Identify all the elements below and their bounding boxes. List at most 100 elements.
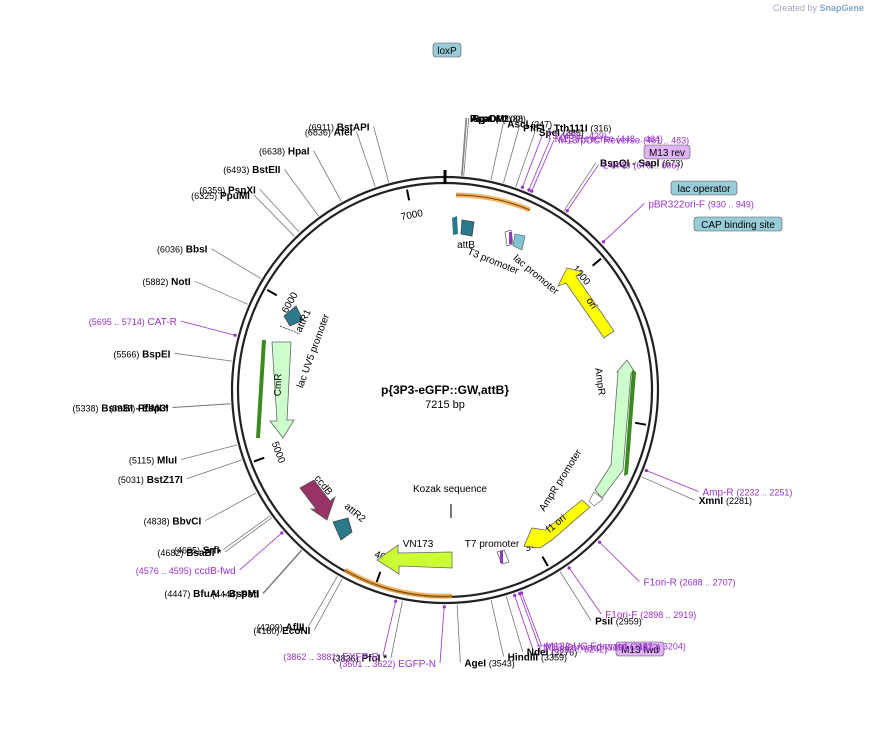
label-lac-operator[interactable]: lac operator (670, 180, 738, 196)
enzyme-label-2-left[interactable]: (6638) HpaI (259, 147, 310, 158)
primer-label-9-right[interactable]: M13 Forward (3196 .. 3213) (543, 642, 661, 653)
primer-mark-0-left (233, 333, 237, 337)
enzyme-label-3-left[interactable]: (6493) BstEII (223, 165, 280, 176)
enzyme-label-12-left[interactable]: (5031) BstZ17I (118, 475, 183, 486)
enzyme-label-10-left[interactable]: (5337) PflMI * (109, 404, 168, 415)
enzyme-label-7-left[interactable]: (5882) NotI (142, 277, 190, 288)
primer-leader-1-right (527, 138, 551, 192)
primer-mark-2-right (530, 189, 534, 193)
enzyme-label-0-right[interactable]: PspOMI (88) (470, 114, 526, 125)
primer-label-5-right[interactable]: Amp-R (2232 .. 2251) (702, 487, 792, 498)
primer-label-8-right[interactable]: M13/pUC Forward (3182 .. 3204) (545, 641, 686, 652)
enzyme-label-7-right[interactable]: XmnI (2281) (699, 496, 752, 507)
label-m13-fwd[interactable]: M13 fwd (615, 641, 665, 657)
kozak-label: Kozak sequence (413, 484, 487, 495)
primer-label-2-right[interactable]: M13/pUC Reverse (461 .. 483) (558, 136, 689, 147)
enzyme-label-6-right[interactable]: BspQI - SapI (673) (600, 159, 683, 170)
label-loxp[interactable]: loxP (432, 42, 462, 58)
primer-label-2-left[interactable]: (3862 .. 3881) EXFP-R (283, 652, 379, 663)
credit-brand: SnapGene (819, 3, 864, 13)
enzyme-leader-0-right (461, 117, 467, 176)
primer-label-0-left[interactable]: (5695 .. 5714) CAT-R (89, 317, 177, 328)
primer-label-6-right[interactable]: F1ori-R (2688 .. 2707) (643, 578, 735, 589)
svg-text:lac operator: lac operator (678, 184, 731, 195)
enzyme-leader-5-right (515, 132, 536, 188)
enzyme-label-18-left[interactable]: (4209) AflII (257, 622, 305, 633)
primer-label-1-left[interactable]: (4576 .. 4595) ccdB-fwd (136, 566, 236, 577)
enzyme-label-5-left[interactable]: (6325) PpuMI (191, 191, 250, 202)
enzyme-leader-10-right (490, 599, 505, 657)
vn173-label: VN173 (403, 539, 434, 550)
primer-mark-10-right (513, 593, 517, 598)
enzyme-label-0-left[interactable]: (6911) BstAPI (309, 123, 370, 134)
feature-ampr[interactable]: AmpR (592, 359, 637, 499)
enzyme-label-8-right[interactable]: PsiI (2959) (595, 617, 642, 628)
primer-leader-3-left (439, 604, 445, 664)
feature-t3-lac[interactable]: T3 promoter lac promoter (466, 229, 561, 298)
primer-label-7-right[interactable]: F1ori-F (2898 .. 2919) (605, 610, 696, 621)
label-m13-rev[interactable]: M13 rev (643, 144, 691, 160)
enzyme-leader-6-left (211, 248, 262, 280)
primer-leader-6-right (597, 540, 640, 582)
primer-label-10-right[interactable]: T7 (3223 .. 3242) (537, 645, 608, 656)
enzyme-label-5-right[interactable]: SpeI (385) (539, 128, 584, 139)
enzyme-leader-8-left (174, 352, 233, 362)
enzyme-label-6-left[interactable]: (6036) BbsI (157, 245, 208, 256)
enzyme-label-9-left[interactable]: (5338) BsmBI - Esp3I (73, 403, 169, 414)
enzyme-leader-19-left (314, 578, 343, 630)
enzyme-label-4-left[interactable]: (6359) PspXI (199, 185, 256, 196)
enzyme-label-1-left[interactable]: (6836) AfeI (305, 128, 353, 139)
enzyme-leader-5-left (253, 194, 295, 237)
enzyme-label-11-right[interactable]: AgeI (3543) (464, 659, 514, 670)
feature-t7-promoter[interactable]: T7 promoter (465, 539, 520, 565)
enzyme-label-17-left[interactable]: (4444) PstI (212, 590, 259, 601)
enzyme-leader-3-left (284, 168, 319, 217)
enzyme-label-19-left[interactable]: (4180) EcoNI (253, 626, 310, 637)
feature-attb[interactable]: attB (452, 216, 475, 251)
enzyme-leader-3-right (490, 123, 504, 181)
enzyme-label-14-left[interactable]: (4695) SrfI (174, 545, 220, 556)
enzyme-leader-9-right (505, 595, 524, 652)
feature-cmr[interactable]: CmR (256, 340, 295, 439)
primer-label-3-left[interactable]: (3601 .. 3622) EGFP-N (339, 659, 436, 670)
primer-leader-2-right (530, 139, 555, 194)
enzyme-label-3-right[interactable]: AscI (247) (507, 119, 552, 130)
tick-5000 (253, 456, 265, 463)
enzyme-leader-8-right (559, 571, 592, 621)
label-cap-binding[interactable]: CAP binding site (693, 216, 783, 232)
enzyme-leader-7-right (641, 476, 695, 501)
primer-label-0-right[interactable]: T3 (409 .. 429) (546, 131, 606, 142)
feature-ampr-promoter[interactable]: AmpR promoter (538, 447, 604, 514)
primer-leader-4-right (601, 203, 645, 244)
feature-ccdb[interactable]: ccdB (299, 473, 336, 521)
enzyme-label-16-left[interactable]: (4447) BfuAI - BspMI (164, 589, 259, 600)
enzyme-label-9-right[interactable]: NdeI (3276) (527, 648, 577, 659)
enzyme-label-4-right[interactable]: PflFI - Tth111I (316) (523, 123, 611, 134)
feature-f1-ori[interactable]: f1 ori (523, 499, 591, 549)
primer-label-4-right[interactable]: pBR322ori-F (930 .. 949) (648, 199, 754, 210)
feature-vn173[interactable]: VN173 (376, 539, 453, 575)
feature-attr2[interactable]: attR2 (332, 501, 368, 541)
tick-4000 (375, 571, 382, 583)
enzyme-label-10-right[interactable]: HindIII (3359) (508, 653, 567, 664)
feature-ori[interactable]: ori (557, 267, 615, 339)
enzyme-label-2-right[interactable]: SgrDI (100) (473, 114, 523, 125)
primer-label-1-right[interactable]: M13 Reverse (448 .. 464) (555, 134, 663, 145)
enzyme-label-11-left[interactable]: (5115) MluI (129, 456, 177, 467)
plasmid-name: p{3P3-eGFP::GW,attB} (381, 383, 509, 397)
enzyme-leader-14-left (223, 515, 271, 550)
primer-label-3-right[interactable]: L4440 (679 .. 696) (603, 160, 680, 171)
plasmid-size: 7215 bp (425, 399, 465, 411)
feature-kozak[interactable]: Kozak sequence (413, 484, 487, 518)
enzyme-label-13-left[interactable]: (4838) BbvCI (144, 517, 202, 528)
enzyme-label-8-left[interactable]: (5566) BspEI (113, 349, 170, 360)
enzyme-leader-1-right (461, 117, 468, 176)
enzyme-label-15-left[interactable]: (4682) BsaBI * (157, 548, 221, 559)
tick-2000 (635, 421, 647, 426)
enzyme-leader-10-left (172, 403, 231, 409)
primer-leader-10-right (513, 593, 534, 649)
enzyme-label-20-left[interactable]: (3836) PfoI * (333, 654, 387, 665)
primer-leader-0-left (180, 320, 238, 337)
enzyme-label-1-right[interactable]: ApaI (92) (471, 114, 511, 125)
